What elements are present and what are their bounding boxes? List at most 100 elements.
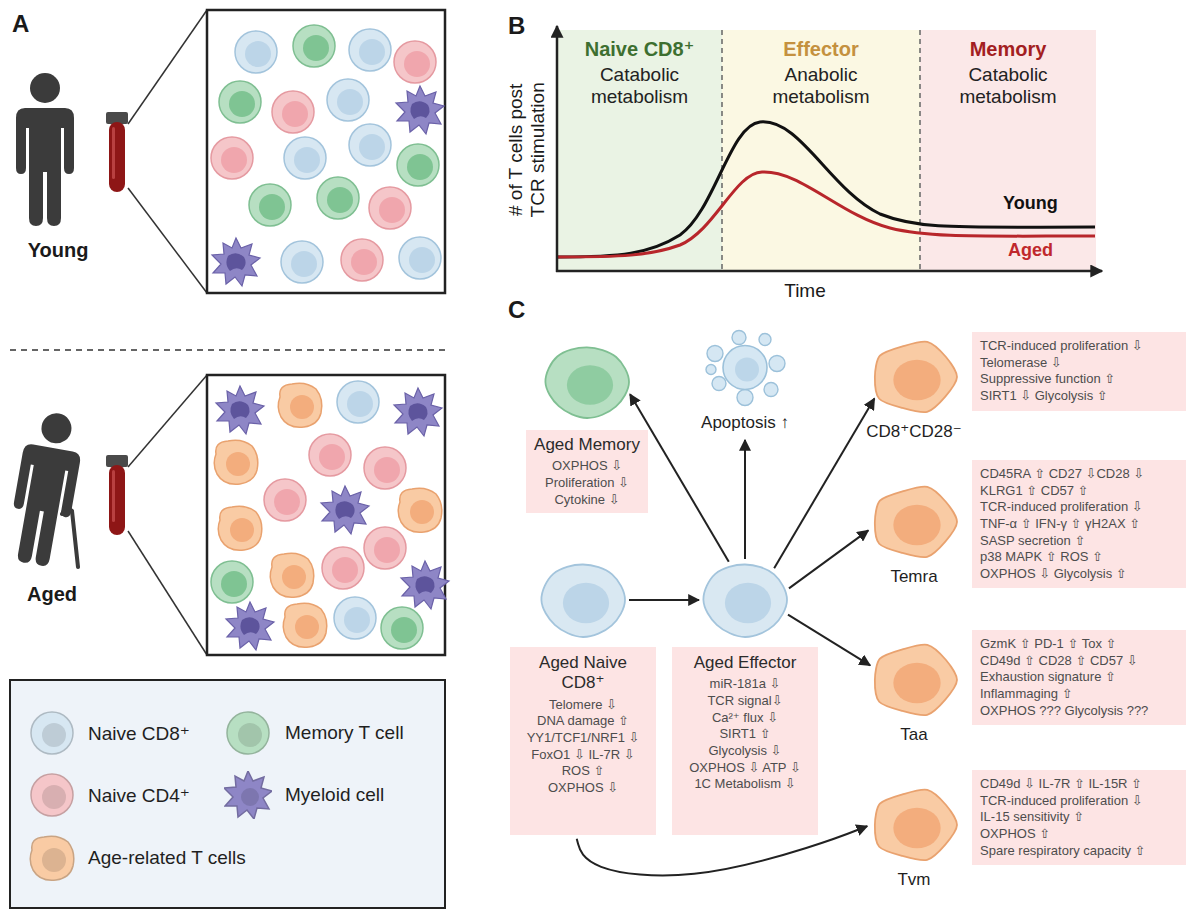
label-holder: # of T cells post TCR stimulation	[505, 65, 549, 235]
cell	[364, 527, 406, 569]
group-label: Aged	[12, 582, 92, 606]
connector-arrow	[629, 599, 699, 601]
legend-swatch-nucleus	[42, 785, 66, 809]
feature-line: miR-181a ⇩	[680, 676, 810, 693]
cell	[394, 41, 436, 83]
zoom-line	[128, 188, 207, 293]
cell-body	[875, 487, 957, 558]
legend-swatch-icon	[28, 834, 76, 882]
legend-swatch-nucleus	[238, 723, 262, 747]
legend-text: Age-related T cells	[88, 847, 246, 869]
cell	[322, 547, 364, 589]
cell	[349, 124, 391, 166]
label-holder: Young	[18, 238, 98, 262]
cell-icon	[868, 640, 960, 720]
legend-swatch-icon	[224, 709, 272, 757]
phase-band: MemoryCatabolic metabolism	[920, 30, 1096, 270]
info-box: Aged EffectormiR-181a ⇩TCR signal⇩Ca²⁺ f…	[672, 647, 818, 835]
cell-label-holder: Apoptosis ↑	[690, 413, 800, 433]
tube-highlight	[112, 470, 115, 522]
person-head	[30, 73, 60, 103]
legend-item: Memory T cell	[224, 709, 404, 757]
phase-metabolism: Catabolic metabolism	[565, 64, 715, 108]
apoptotic-bleb	[706, 365, 716, 375]
box-heading: Aged Naive CD8⁺	[518, 653, 648, 694]
cell-node: Aged MemoryOXPHOS ⇩Proliferation ⇩Cytoki…	[526, 343, 648, 514]
cell-node: CD8⁺CD28⁻TCR-induced proliferation ⇩Telo…	[868, 332, 1186, 443]
legend-text: Memory T cell	[285, 722, 404, 744]
apoptotic-bleb	[707, 346, 723, 362]
feature-line: IL-15 sensitivity ⇧	[980, 809, 1178, 826]
phase-metabolism: Anabolic metabolism	[746, 64, 896, 108]
panel-divider	[10, 349, 445, 351]
box-heading: Aged Effector	[680, 653, 810, 673]
feature-line: TCR-induced proliferation ⇩	[980, 793, 1178, 810]
cell	[401, 561, 449, 609]
feature-line: OXPHOS ⇩ ATP ⇩	[680, 760, 810, 777]
tube-highlight	[112, 127, 115, 179]
cell-label: Tvm	[864, 870, 964, 890]
cell	[397, 144, 439, 186]
cell	[349, 29, 391, 71]
cell	[211, 137, 253, 179]
cell-node: Aged EffectormiR-181a ⇩TCR signal⇩Ca²⁺ f…	[672, 560, 818, 835]
feature-line: Telomere ⇩	[518, 697, 648, 714]
feature-line: Inflammaging ⇧	[980, 686, 1178, 703]
info-box: CD45RA ⇧ CD27 ⇩CD28 ⇩KLRG1 ⇧ CD57 ⇧TCR-i…	[972, 460, 1186, 588]
legend-swatch-nucleus	[241, 788, 259, 806]
cell-node: Apoptosis ↑	[690, 330, 800, 434]
legend-swatch-nucleus	[42, 848, 66, 872]
cell-body	[875, 790, 957, 861]
cell	[235, 31, 277, 73]
cell	[281, 241, 323, 283]
cell	[334, 597, 376, 639]
connector-arrow	[789, 530, 868, 588]
axis-title: # of T cells post TCR stimulation	[505, 65, 549, 235]
x-axis	[556, 270, 1102, 273]
cell-nucleus	[725, 583, 771, 624]
cell-icon	[542, 343, 632, 421]
cell-label-holder: CD8⁺CD28⁻	[864, 422, 964, 442]
zoom-box	[207, 10, 445, 293]
feature-line: OXPHOS ??? Glycolysis ???	[980, 703, 1178, 720]
zoom-line	[128, 531, 207, 655]
cell	[284, 137, 326, 179]
legend-swatch-icon	[28, 771, 76, 819]
cell-nucleus	[893, 360, 940, 401]
apoptotic-bleb	[712, 377, 726, 391]
label-holder: B	[508, 12, 548, 41]
cell	[293, 25, 335, 67]
cell-icon	[700, 560, 790, 640]
feature-line: DNA damage ⇧	[518, 713, 648, 730]
legend-swatch-nucleus	[42, 723, 66, 747]
cell	[321, 486, 369, 534]
cell-body	[545, 347, 629, 418]
cell	[212, 238, 260, 286]
panel-letter: B	[508, 12, 548, 41]
feature-line: Glycolysis ⇩	[680, 743, 810, 760]
info-box: CD49d ⇩ IL-7R ⇧ IL-15R ⇧TCR-induced prol…	[972, 770, 1186, 865]
feature-line: Spare respiratory capacity ⇧	[980, 843, 1178, 860]
cell	[264, 479, 306, 521]
cell-body	[723, 346, 767, 390]
cell-node: TaaGzmK ⇧ PD-1 ⇧ Tox ⇧CD49d ⇧ CD28 ⇧ CD5…	[868, 630, 1186, 746]
cell	[272, 91, 314, 133]
cell	[278, 383, 322, 427]
zoom-line	[128, 10, 207, 124]
info-box: TCR-induced proliferation ⇩Telomerase ⇩S…	[972, 332, 1186, 411]
box-heading: Aged Memory	[532, 435, 642, 455]
cell-body	[875, 342, 957, 413]
cell	[219, 81, 261, 123]
panel-letter: A	[12, 10, 52, 39]
feature-line: YY1/TCF1/NRF1 ⇩	[518, 730, 648, 747]
apoptotic-bleb	[759, 334, 771, 346]
legend-swatch	[30, 836, 74, 880]
cell	[396, 86, 444, 134]
phase-band: Naive CD8⁺Catabolic metabolism	[557, 30, 722, 270]
legend-item: Age-related T cells	[28, 834, 246, 882]
cell	[283, 603, 327, 647]
phase-divider	[721, 30, 723, 270]
cell-label-holder: Tvm	[864, 870, 964, 890]
feature-line: TCR-induced proliferation ⇩	[980, 499, 1178, 516]
